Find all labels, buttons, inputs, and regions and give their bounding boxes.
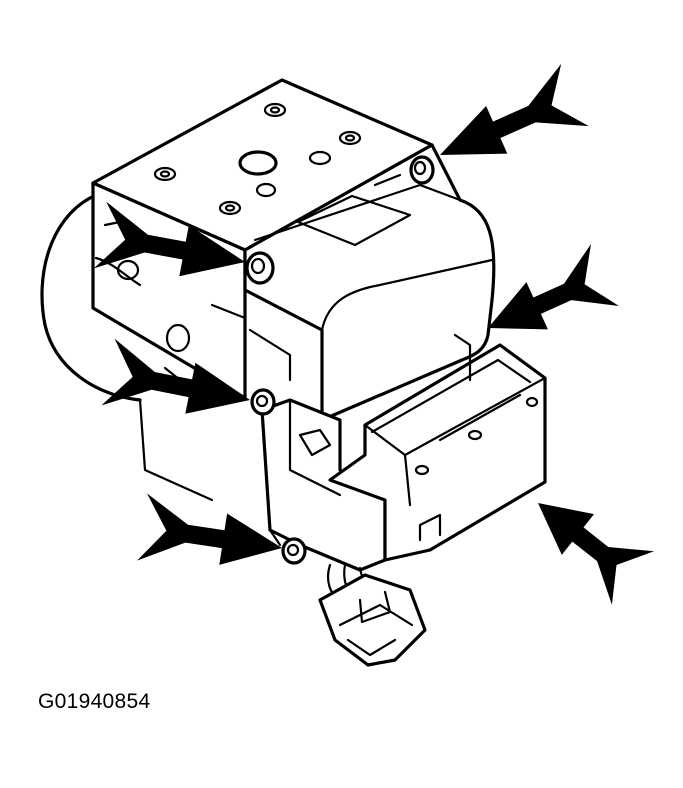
bolt-top-right	[409, 155, 435, 185]
arrow-left-middle-bolt	[101, 338, 251, 414]
ebcm-cover	[243, 143, 496, 422]
arrow-left-upper-bolt	[93, 201, 245, 277]
bolt-left-upper	[245, 251, 275, 285]
arrow-top-right-bolt	[440, 63, 589, 155]
harness-connector-plug	[318, 563, 427, 667]
callout-arrows	[93, 63, 655, 605]
figure-id-label: G01940854	[38, 690, 151, 713]
arrow-bottom-right-connector	[538, 503, 655, 605]
bolt-left-middle	[250, 388, 276, 416]
arrow-right-cover	[488, 244, 619, 330]
electrical-connector-housing	[328, 333, 547, 562]
bolt-left-lower	[281, 537, 307, 565]
arrow-left-lower-bolt	[137, 493, 282, 565]
mounting-bolts	[245, 155, 435, 565]
brake-line-ports	[153, 102, 362, 216]
